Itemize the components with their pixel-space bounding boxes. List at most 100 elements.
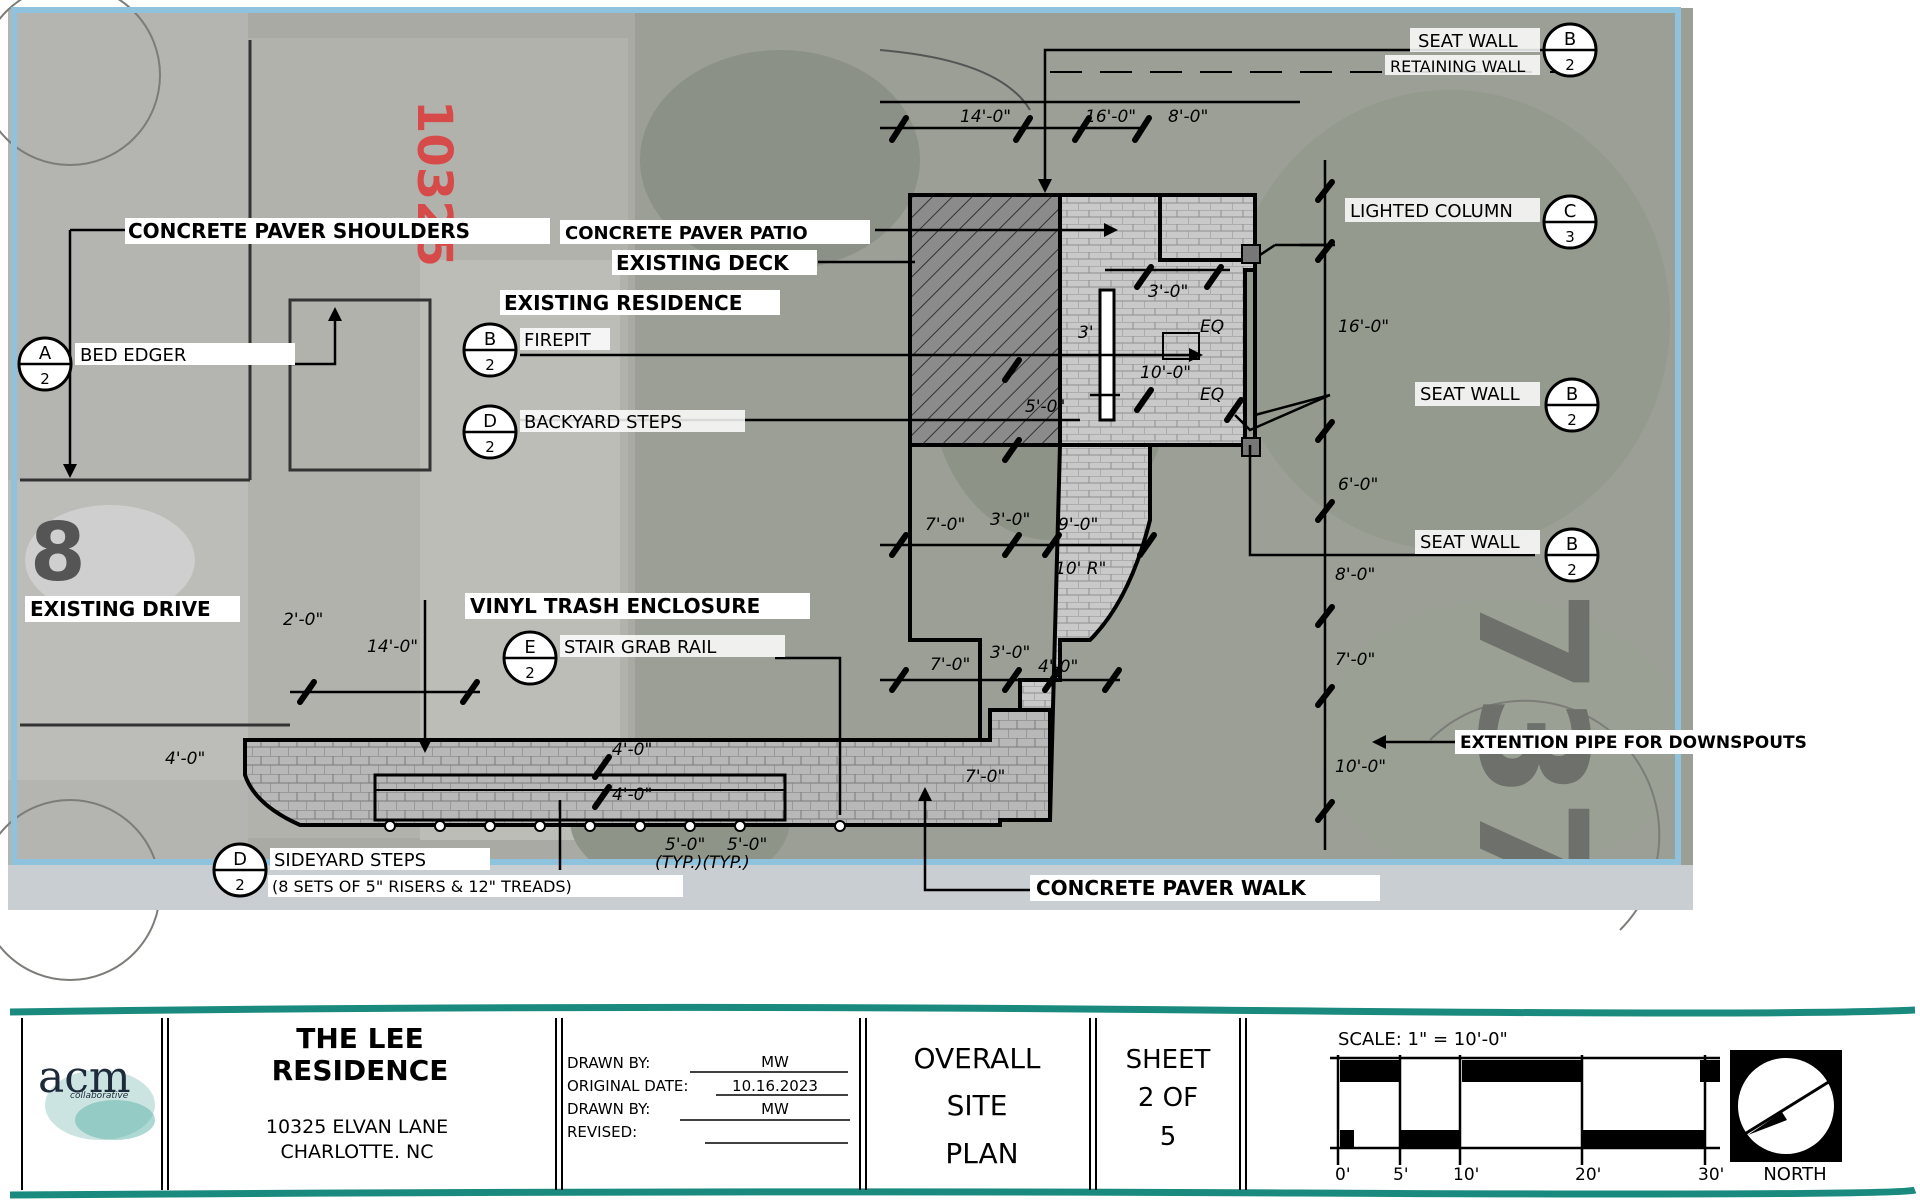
address-2: CHARLOTTE. NC bbox=[280, 1141, 433, 1163]
label-concrete-paver-patio: CONCRETE PAVER PATIO bbox=[565, 223, 808, 244]
callout-seat-wall-low: B 2 bbox=[1544, 527, 1600, 583]
title-block: acm collaborative THE LEE RESIDENCE 1032… bbox=[9, 1003, 1917, 1199]
street-number-8: 8 bbox=[30, 506, 86, 599]
svg-text:C: C bbox=[1564, 201, 1577, 222]
svg-text:collaborative: collaborative bbox=[70, 1091, 129, 1101]
svg-text:3: 3 bbox=[1565, 228, 1575, 246]
title-block-bottom-stroke bbox=[9, 1186, 1917, 1199]
callout-stair-grab-rail: E 2 bbox=[502, 630, 558, 686]
label-sideyard-steps-note: (8 SETS OF 5" RISERS & 12" TREADS) bbox=[272, 877, 572, 896]
label-lighted-column: LIGHTED COLUMN bbox=[1350, 201, 1513, 222]
callout-seat-wall-top: B 2 bbox=[1542, 22, 1598, 78]
project-title-1: THE LEE bbox=[296, 1022, 424, 1055]
dim-5: 5'-0" bbox=[1025, 397, 1065, 417]
dim-9: 9'-0" bbox=[1058, 515, 1098, 535]
dimension-ticks bbox=[297, 115, 1335, 823]
original-date-label: ORIGINAL DATE: bbox=[567, 1077, 688, 1095]
title-block-top-stroke bbox=[9, 1003, 1916, 1017]
label-seat-wall-top: SEAT WALL bbox=[1418, 31, 1518, 52]
label-sideyard-steps: SIDEYARD STEPS bbox=[274, 850, 426, 871]
label-concrete-paver-shoulders: CONCRETE PAVER SHOULDERS bbox=[128, 219, 470, 243]
svg-text:2: 2 bbox=[1567, 411, 1577, 429]
dim-7-b: 7'-0" bbox=[930, 655, 970, 675]
existing-deck bbox=[908, 193, 1062, 447]
svg-text:B: B bbox=[1566, 384, 1578, 405]
property-line bbox=[11, 7, 1681, 865]
leader-arrowheads bbox=[63, 179, 1386, 801]
svg-text:E: E bbox=[524, 637, 535, 658]
label-seat-wall-mid: SEAT WALL bbox=[1420, 384, 1520, 405]
dim-4-a: 4'-0" bbox=[1038, 657, 1078, 677]
address-1: 10325 ELVAN LANE bbox=[266, 1116, 448, 1138]
callout-seat-wall-mid: B 2 bbox=[1544, 377, 1600, 433]
existing-residence-outline bbox=[20, 40, 432, 727]
svg-text:2: 2 bbox=[40, 370, 50, 388]
dim-4-b: 4'-0" bbox=[612, 740, 652, 760]
project-title-2: RESIDENCE bbox=[272, 1054, 449, 1087]
drawn-by-label: DRAWN BY: bbox=[567, 1054, 650, 1072]
callout-sideyard-steps: D 2 bbox=[212, 842, 268, 898]
svg-text:B: B bbox=[1564, 29, 1576, 50]
label-existing-residence: EXISTING RESIDENCE bbox=[504, 291, 742, 315]
dim-3-a: 3'-0" bbox=[1148, 282, 1188, 302]
plan-labels: SEAT WALL RETAINING WALL LIGHTED COLUMN … bbox=[25, 28, 1870, 901]
dim-14-mid: 14'-0" bbox=[367, 637, 418, 657]
original-date-value: 10.16.2023 bbox=[732, 1077, 818, 1095]
drawn-by-value-2: MW bbox=[761, 1100, 789, 1118]
dim-10-right: 10'-0" bbox=[1335, 757, 1386, 777]
dim-14-top: 14'-0" bbox=[960, 107, 1011, 127]
sheet-label: SHEET bbox=[1126, 1045, 1211, 1075]
sheet-number: 2 OF bbox=[1138, 1083, 1198, 1113]
dim-5-b: 5'-0" bbox=[727, 835, 767, 855]
sheet-total: 5 bbox=[1160, 1122, 1177, 1152]
north-arrow-icon: NORTH bbox=[1730, 1050, 1842, 1185]
revised-label: REVISED: bbox=[567, 1123, 637, 1141]
svg-text:2: 2 bbox=[1567, 561, 1577, 579]
label-stair-grab-rail: STAIR GRAB RAIL bbox=[564, 637, 716, 658]
north-label: NORTH bbox=[1763, 1164, 1826, 1185]
svg-text:acm: acm bbox=[38, 1052, 131, 1103]
firepit bbox=[1162, 332, 1200, 360]
scale-text: SCALE: 1" = 10'-0" bbox=[1338, 1029, 1508, 1050]
dim-2: 2'-0" bbox=[283, 610, 323, 630]
dim-3-b: 3'-0" bbox=[990, 510, 1030, 530]
dim-3-c: 3'-0" bbox=[990, 643, 1030, 663]
callout-backyard-steps: D 2 bbox=[462, 404, 518, 460]
callout-circles: B 2 C 3 B 2 B 2 A 2 bbox=[17, 22, 1600, 898]
dim-4-left: 4'-0" bbox=[165, 749, 205, 769]
acm-logo: acm collaborative bbox=[38, 1052, 155, 1140]
dim-7-c: 7'-0" bbox=[965, 767, 1005, 787]
dim-8-right: 8'-0" bbox=[1335, 565, 1375, 585]
label-bed-edger: BED EDGER bbox=[80, 345, 186, 366]
sheet-title-1: OVERALL bbox=[913, 1042, 1040, 1075]
dimension-texts: 14'-0" 16'-0" 8'-0" 3'-0" 3' EQ 10'-0" E… bbox=[165, 107, 1389, 873]
scale-5: 5' bbox=[1393, 1165, 1409, 1185]
label-extention-pipe: EXTENTION PIPE FOR DOWNSPOUTS bbox=[1460, 733, 1807, 753]
dim-7-right: 7'-0" bbox=[1335, 650, 1375, 670]
scale-30: 30' bbox=[1698, 1165, 1724, 1185]
scale-20: 20' bbox=[1575, 1165, 1601, 1185]
dim-eq-a: EQ bbox=[1200, 317, 1224, 337]
sideyard-steps bbox=[373, 773, 787, 822]
dimension-lines bbox=[290, 100, 1335, 850]
concrete-paver-walk bbox=[243, 708, 1052, 827]
svg-text:D: D bbox=[233, 849, 247, 870]
drawn-by-value: MW bbox=[761, 1053, 789, 1071]
aerial-photo-base: 10325 737 8 bbox=[0, 0, 1693, 981]
svg-text:B: B bbox=[484, 329, 496, 350]
svg-text:2: 2 bbox=[235, 876, 245, 894]
callout-bed-edger: A 2 bbox=[17, 336, 73, 392]
dim-3: 3' bbox=[1078, 323, 1094, 343]
svg-text:D: D bbox=[483, 411, 497, 432]
label-existing-drive: EXISTING DRIVE bbox=[30, 597, 211, 621]
svg-text:B: B bbox=[1566, 534, 1578, 555]
dim-10r: 10' R" bbox=[1055, 559, 1106, 579]
label-concrete-paver-walk: CONCRETE PAVER WALK bbox=[1036, 876, 1307, 900]
scale-0: 0' bbox=[1335, 1165, 1351, 1185]
svg-text:2: 2 bbox=[525, 664, 535, 682]
dim-5-a: 5'-0" bbox=[665, 835, 705, 855]
label-retaining-wall: RETAINING WALL bbox=[1390, 57, 1525, 76]
sheet-title-2: SITE bbox=[947, 1089, 1008, 1122]
graphic-scale: SCALE: 1" = 10'-0" 0' 5' 10' 20' 30' bbox=[1330, 1029, 1724, 1185]
